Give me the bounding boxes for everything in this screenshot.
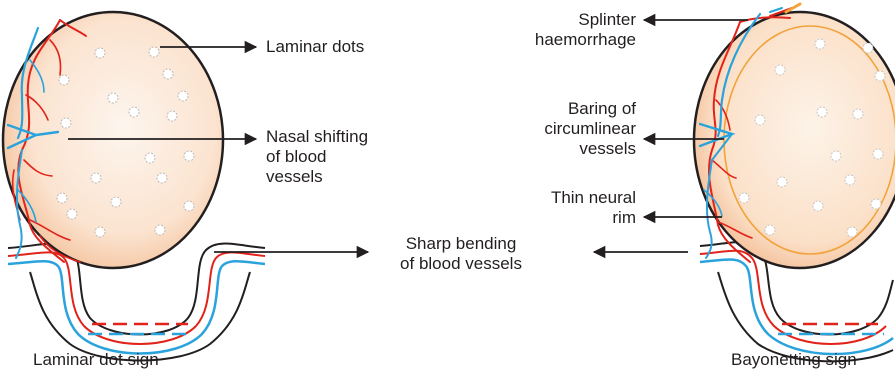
- laminar-dot: [765, 225, 775, 235]
- laminar-dot: [129, 107, 139, 117]
- laminar-dot: [813, 201, 823, 211]
- left-disc-outline: [3, 12, 223, 268]
- laminar-dot: [847, 227, 857, 237]
- caption-laminar-dot-sign: Laminar dot sign: [33, 350, 159, 370]
- laminar-dot: [853, 109, 863, 119]
- laminar-dot: [149, 47, 159, 57]
- laminar-dot: [817, 107, 827, 117]
- laminar-dot: [845, 175, 855, 185]
- laminar-dot: [184, 151, 194, 161]
- laminar-dot: [59, 75, 69, 85]
- label-laminar-dots: Laminar dots: [266, 37, 364, 57]
- laminar-dot: [871, 199, 881, 209]
- laminar-dot: [863, 43, 873, 53]
- laminar-dot: [775, 65, 785, 75]
- laminar-dot: [67, 209, 77, 219]
- laminar-dot: [157, 173, 167, 183]
- laminar-dot: [91, 173, 101, 183]
- laminar-dot: [777, 177, 787, 187]
- label-thin-neural-rim: Thin neural rim: [490, 188, 636, 228]
- laminar-dot: [167, 111, 177, 121]
- caption-bayonetting-sign: Bayonetting sign: [731, 350, 857, 370]
- label-splinter-haemorrhage: Splinter haemorrhage: [490, 10, 636, 50]
- laminar-dot: [95, 48, 105, 58]
- laminar-dot: [163, 69, 173, 79]
- label-nasal-shifting: Nasal shifting of blood vessels: [266, 127, 368, 187]
- label-baring-circumlinear: Baring of circumlinear vessels: [490, 99, 636, 159]
- laminar-dot: [61, 118, 71, 128]
- laminar-dot: [831, 151, 841, 161]
- laminar-dot: [875, 71, 885, 81]
- label-sharp-bending: Sharp bending of blood vessels: [372, 234, 550, 274]
- laminar-dot: [815, 39, 825, 49]
- right-optic-disc-figure: [694, 4, 895, 361]
- laminar-dot: [755, 115, 765, 125]
- laminar-dot: [111, 197, 121, 207]
- left-optic-disc-figure: [3, 12, 265, 361]
- laminar-dot: [57, 193, 67, 203]
- laminar-dot: [155, 225, 165, 235]
- laminar-dot: [178, 91, 188, 101]
- laminar-dot: [108, 93, 118, 103]
- laminar-dot: [739, 193, 749, 203]
- laminar-dot: [873, 149, 883, 159]
- laminar-dot: [184, 201, 194, 211]
- laminar-dot: [145, 153, 155, 163]
- laminar-dot: [95, 227, 105, 237]
